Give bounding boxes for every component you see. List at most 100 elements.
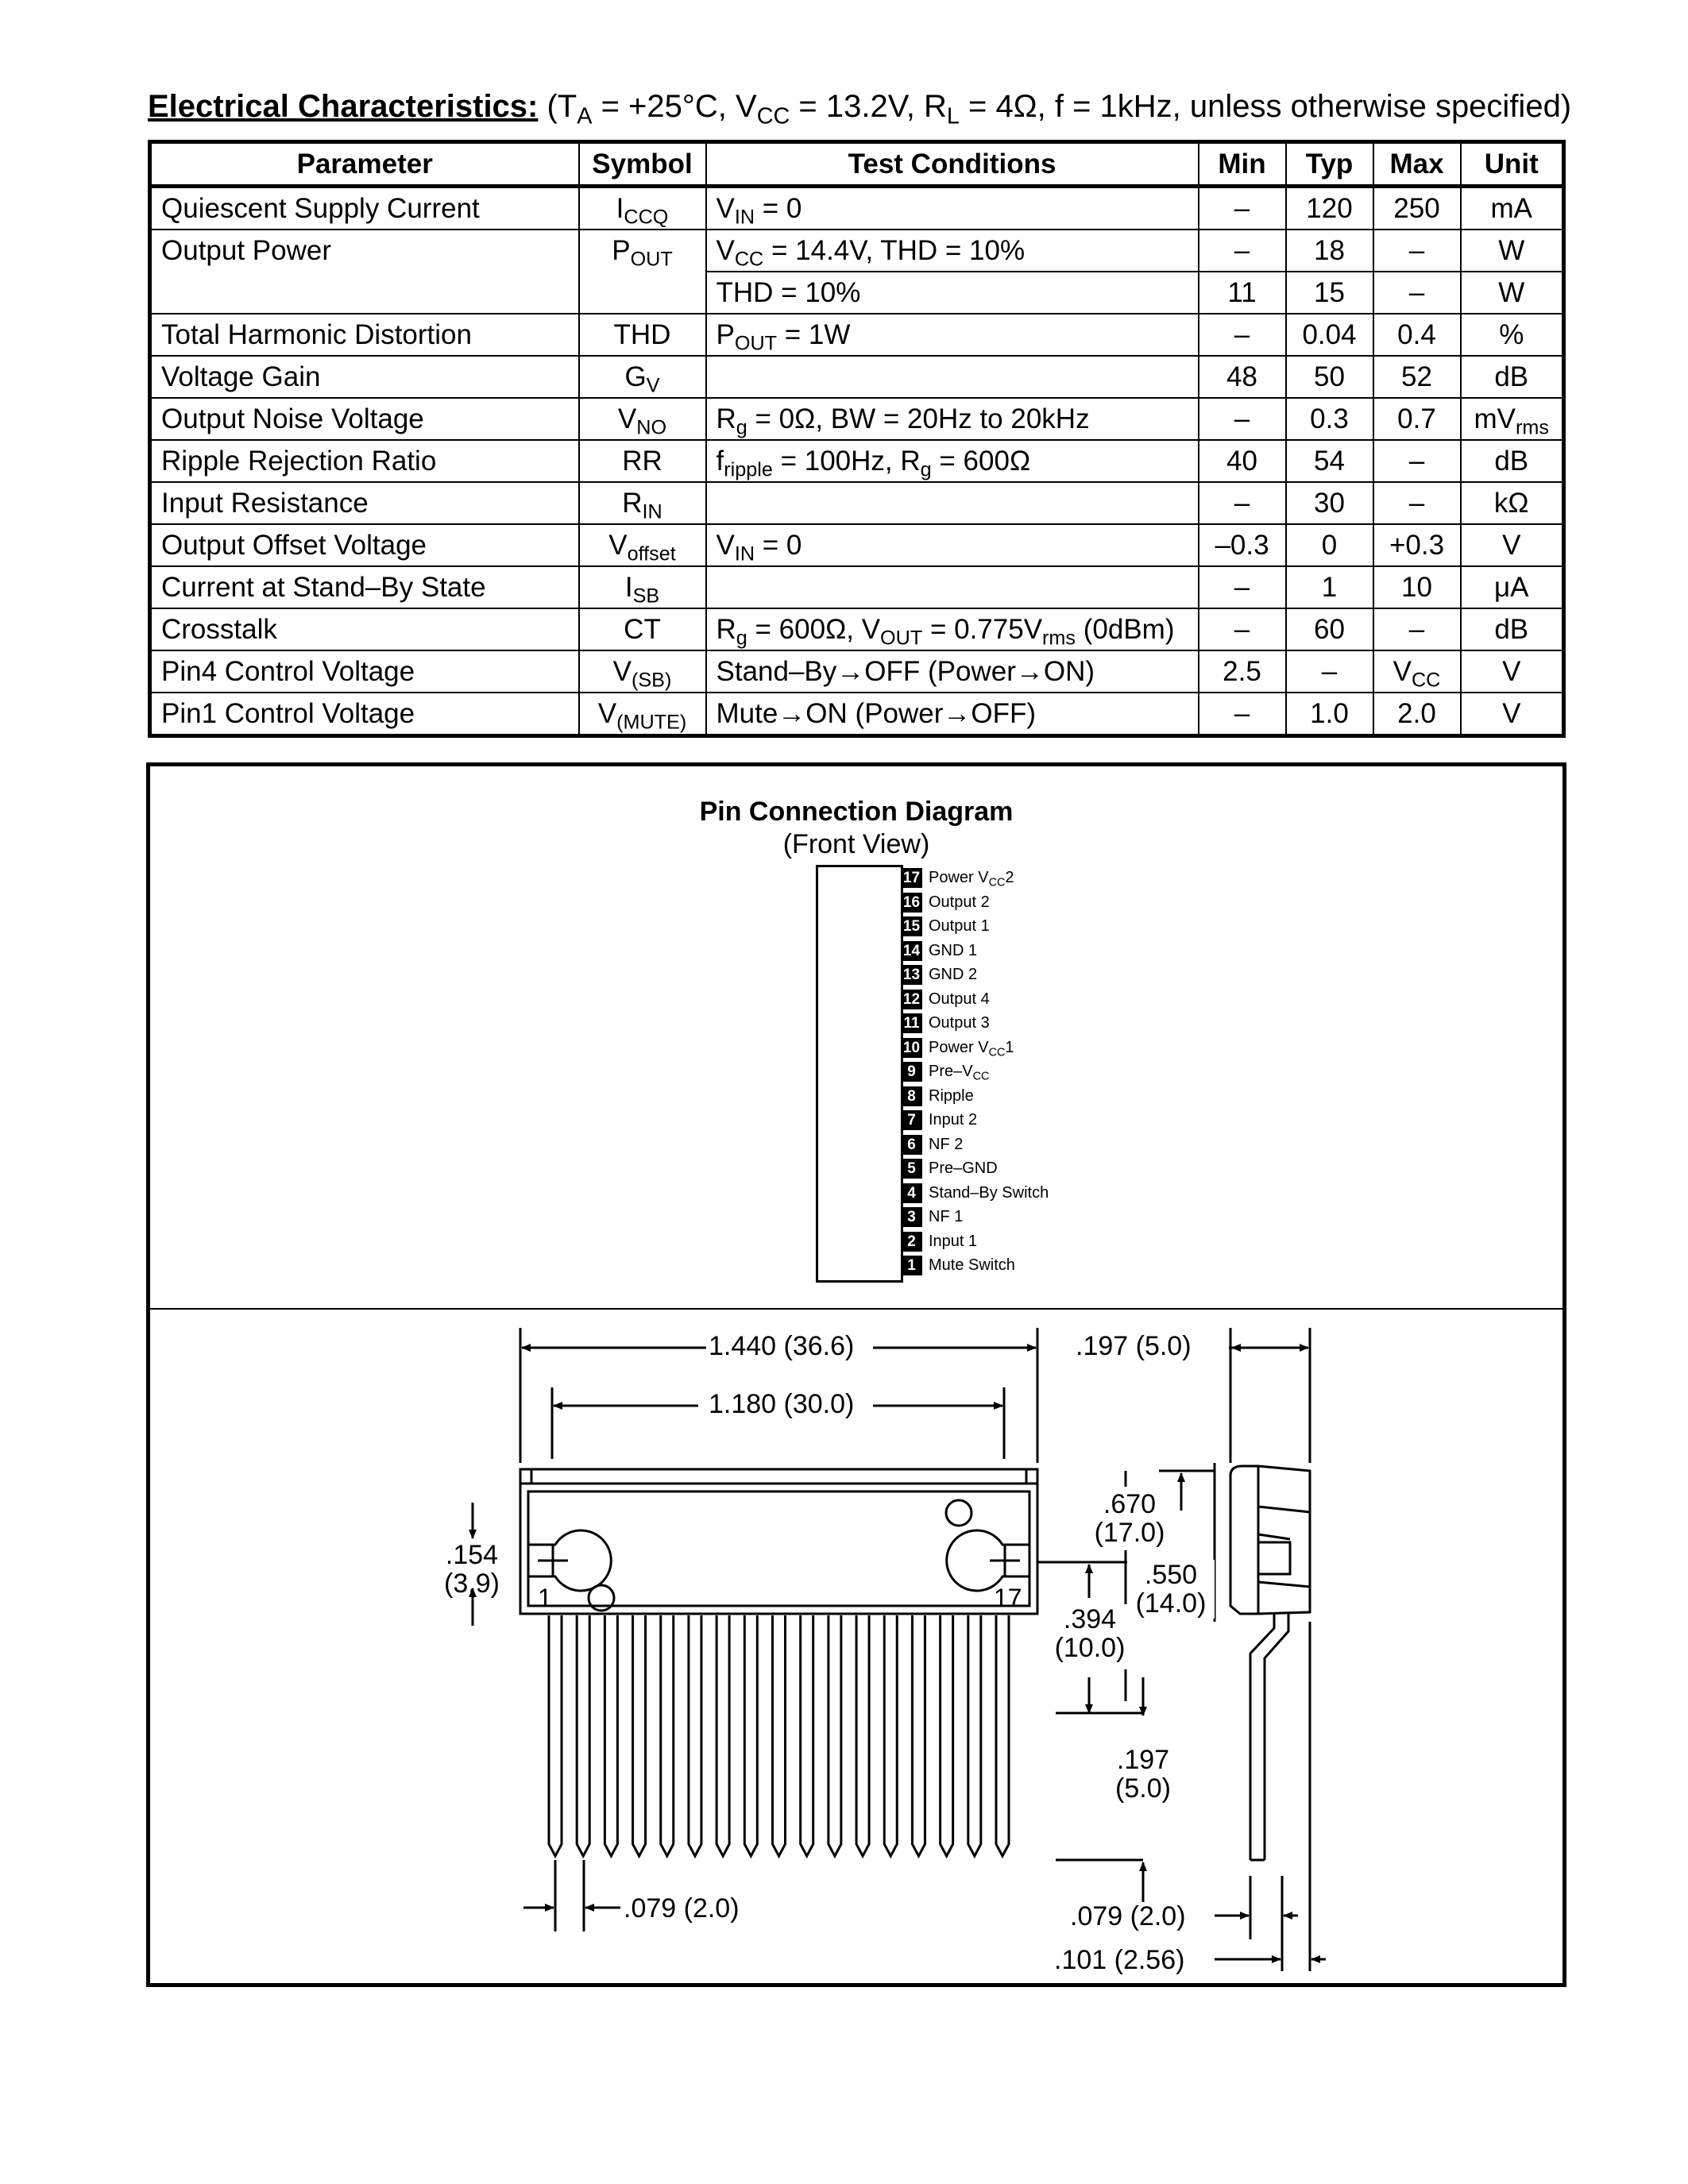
pin-number: 6 [901,1135,922,1155]
pin-label: Stand–By Switch [929,1184,1049,1202]
condition-cell: VCC = 14.4V, THD = 10% [705,229,1199,272]
table-row: Output Power POUT VCC = 14.4V, THD = 10%… [149,229,1565,314]
table-row: Crosstalk CT Rg = 600Ω, VOUT = 0.775Vrms… [149,608,1565,651]
pin-17-marker: 17 [994,1584,1022,1612]
param-cell: Quiescent Supply Current [149,185,580,230]
pin-number: 1 [901,1256,922,1275]
package-lead [883,1615,898,1859]
max-cell: 10 [1372,565,1462,609]
min-cell: 40 [1197,439,1287,483]
pin-row: 8 Ripple [901,1086,974,1110]
symbol-cell: POUT [577,229,707,314]
max-cell: +0.3 [1372,523,1462,567]
pin-label-sub: CC [988,876,1006,889]
symbol-cell: RIN [577,481,707,525]
typ-cell: 54 [1284,439,1374,483]
dim-width-total: 1.440 (36.6) [709,1331,855,1361]
max-cell: 0.4 [1372,313,1462,357]
pin-label: Pre–GND [929,1160,998,1177]
unit-cell: mA [1459,185,1565,230]
symbol-cell: V(MUTE) [577,692,707,737]
package-lead [715,1615,731,1859]
header-unit: Unit [1459,141,1565,188]
max-cell: – [1372,271,1462,314]
typ-cell: 30 [1284,481,1374,525]
package-lead [771,1615,786,1859]
pin-label: Output 3 [929,1014,990,1032]
max-cell: 250 [1372,185,1462,230]
heading-lead: Electrical Characteristics: [148,89,539,124]
cond-sub: ripple [724,458,773,481]
max-cell: 0.7 [1372,397,1462,441]
typ-cell: 1.0 [1284,692,1374,737]
cond-rest: = 1W [777,319,851,350]
condition-cell: VIN = 0 [705,523,1199,567]
typ-cell: 120 [1284,185,1374,230]
package-lead [995,1615,1010,1859]
unit-cell: W [1459,271,1565,314]
param-cell: Current at Stand–By State [149,565,580,609]
max-cell: – [1372,229,1462,272]
table-row: Output Noise Voltage VNO Rg = 0Ω, BW = 2… [149,397,1565,441]
symbol-text: V [617,403,637,434]
package-lead [743,1615,759,1859]
max-cell: – [1372,481,1462,525]
pin-label: Ripple [929,1087,974,1105]
condition-cell [705,481,1199,525]
pin-label: Power VCC2 [929,869,1014,889]
cond-rest: = 600Ω, V [747,614,881,645]
unit-text: mV [1474,403,1516,434]
cond-text: V [716,530,735,561]
min-cell: 48 [1197,355,1287,399]
cond-text: R [716,614,736,645]
symbol-cell: GV [577,355,707,399]
dim-side-lead: .079 (2.0) [1070,1901,1186,1931]
heading-sub: CC [756,103,790,129]
pin-label-text: Pre–V [929,1063,973,1080]
pin-label: Input 2 [929,1111,978,1129]
unit-cell: V [1459,523,1565,567]
package-lead [575,1615,591,1859]
cond-sub: IN [734,542,755,565]
dim-side-thickness: .197 (5.0) [1076,1331,1192,1361]
typ-cell: 0.04 [1284,313,1374,357]
cond-rest: = 14.4V, THD = 10% [763,235,1026,266]
symbol-cell: THD [577,313,707,357]
cond-rest: = 0 [755,193,802,224]
condition-cell: Rg = 0Ω, BW = 20Hz to 20kHz [705,397,1199,441]
unit-sub: rms [1516,416,1549,439]
pin-label: Output 1 [929,917,990,935]
pin-1-marker: 1 [538,1584,552,1612]
unit-cell: mVrms [1459,397,1565,441]
typ-cell: – [1284,650,1374,693]
typ-cell: 15 [1284,271,1374,314]
symbol-text: P [612,235,631,266]
table-row: Voltage Gain GV 48 50 52 dB [149,355,1565,399]
pin-label-sub: CC [972,1070,990,1083]
package-lead [547,1615,563,1859]
header-typ: Typ [1284,141,1374,188]
min-cell: – [1197,692,1287,737]
cond-rest: = 0.775V [922,614,1043,645]
pin-label-text: Power V [929,869,989,886]
cond-sub: g [920,458,932,481]
max-text: V [1393,656,1412,687]
symbol-sub: V [646,374,660,397]
unit-cell: μA [1459,565,1565,609]
pin-label: Output 2 [929,893,990,911]
package-outline-svg [469,1328,1326,1971]
param-cell: Pin1 Control Voltage [149,692,580,737]
package-outline-drawing: 1.440 (36.6) 1.180 (30.0) .197 (5.0) .15… [146,1304,1566,1987]
min-cell: – [1197,313,1287,357]
symbol-sub: OUT [630,248,673,271]
dim-hole-pos-a: .394 [1046,1604,1134,1634]
param-cell: Crosstalk [149,608,580,651]
pin-number: 8 [901,1086,922,1106]
